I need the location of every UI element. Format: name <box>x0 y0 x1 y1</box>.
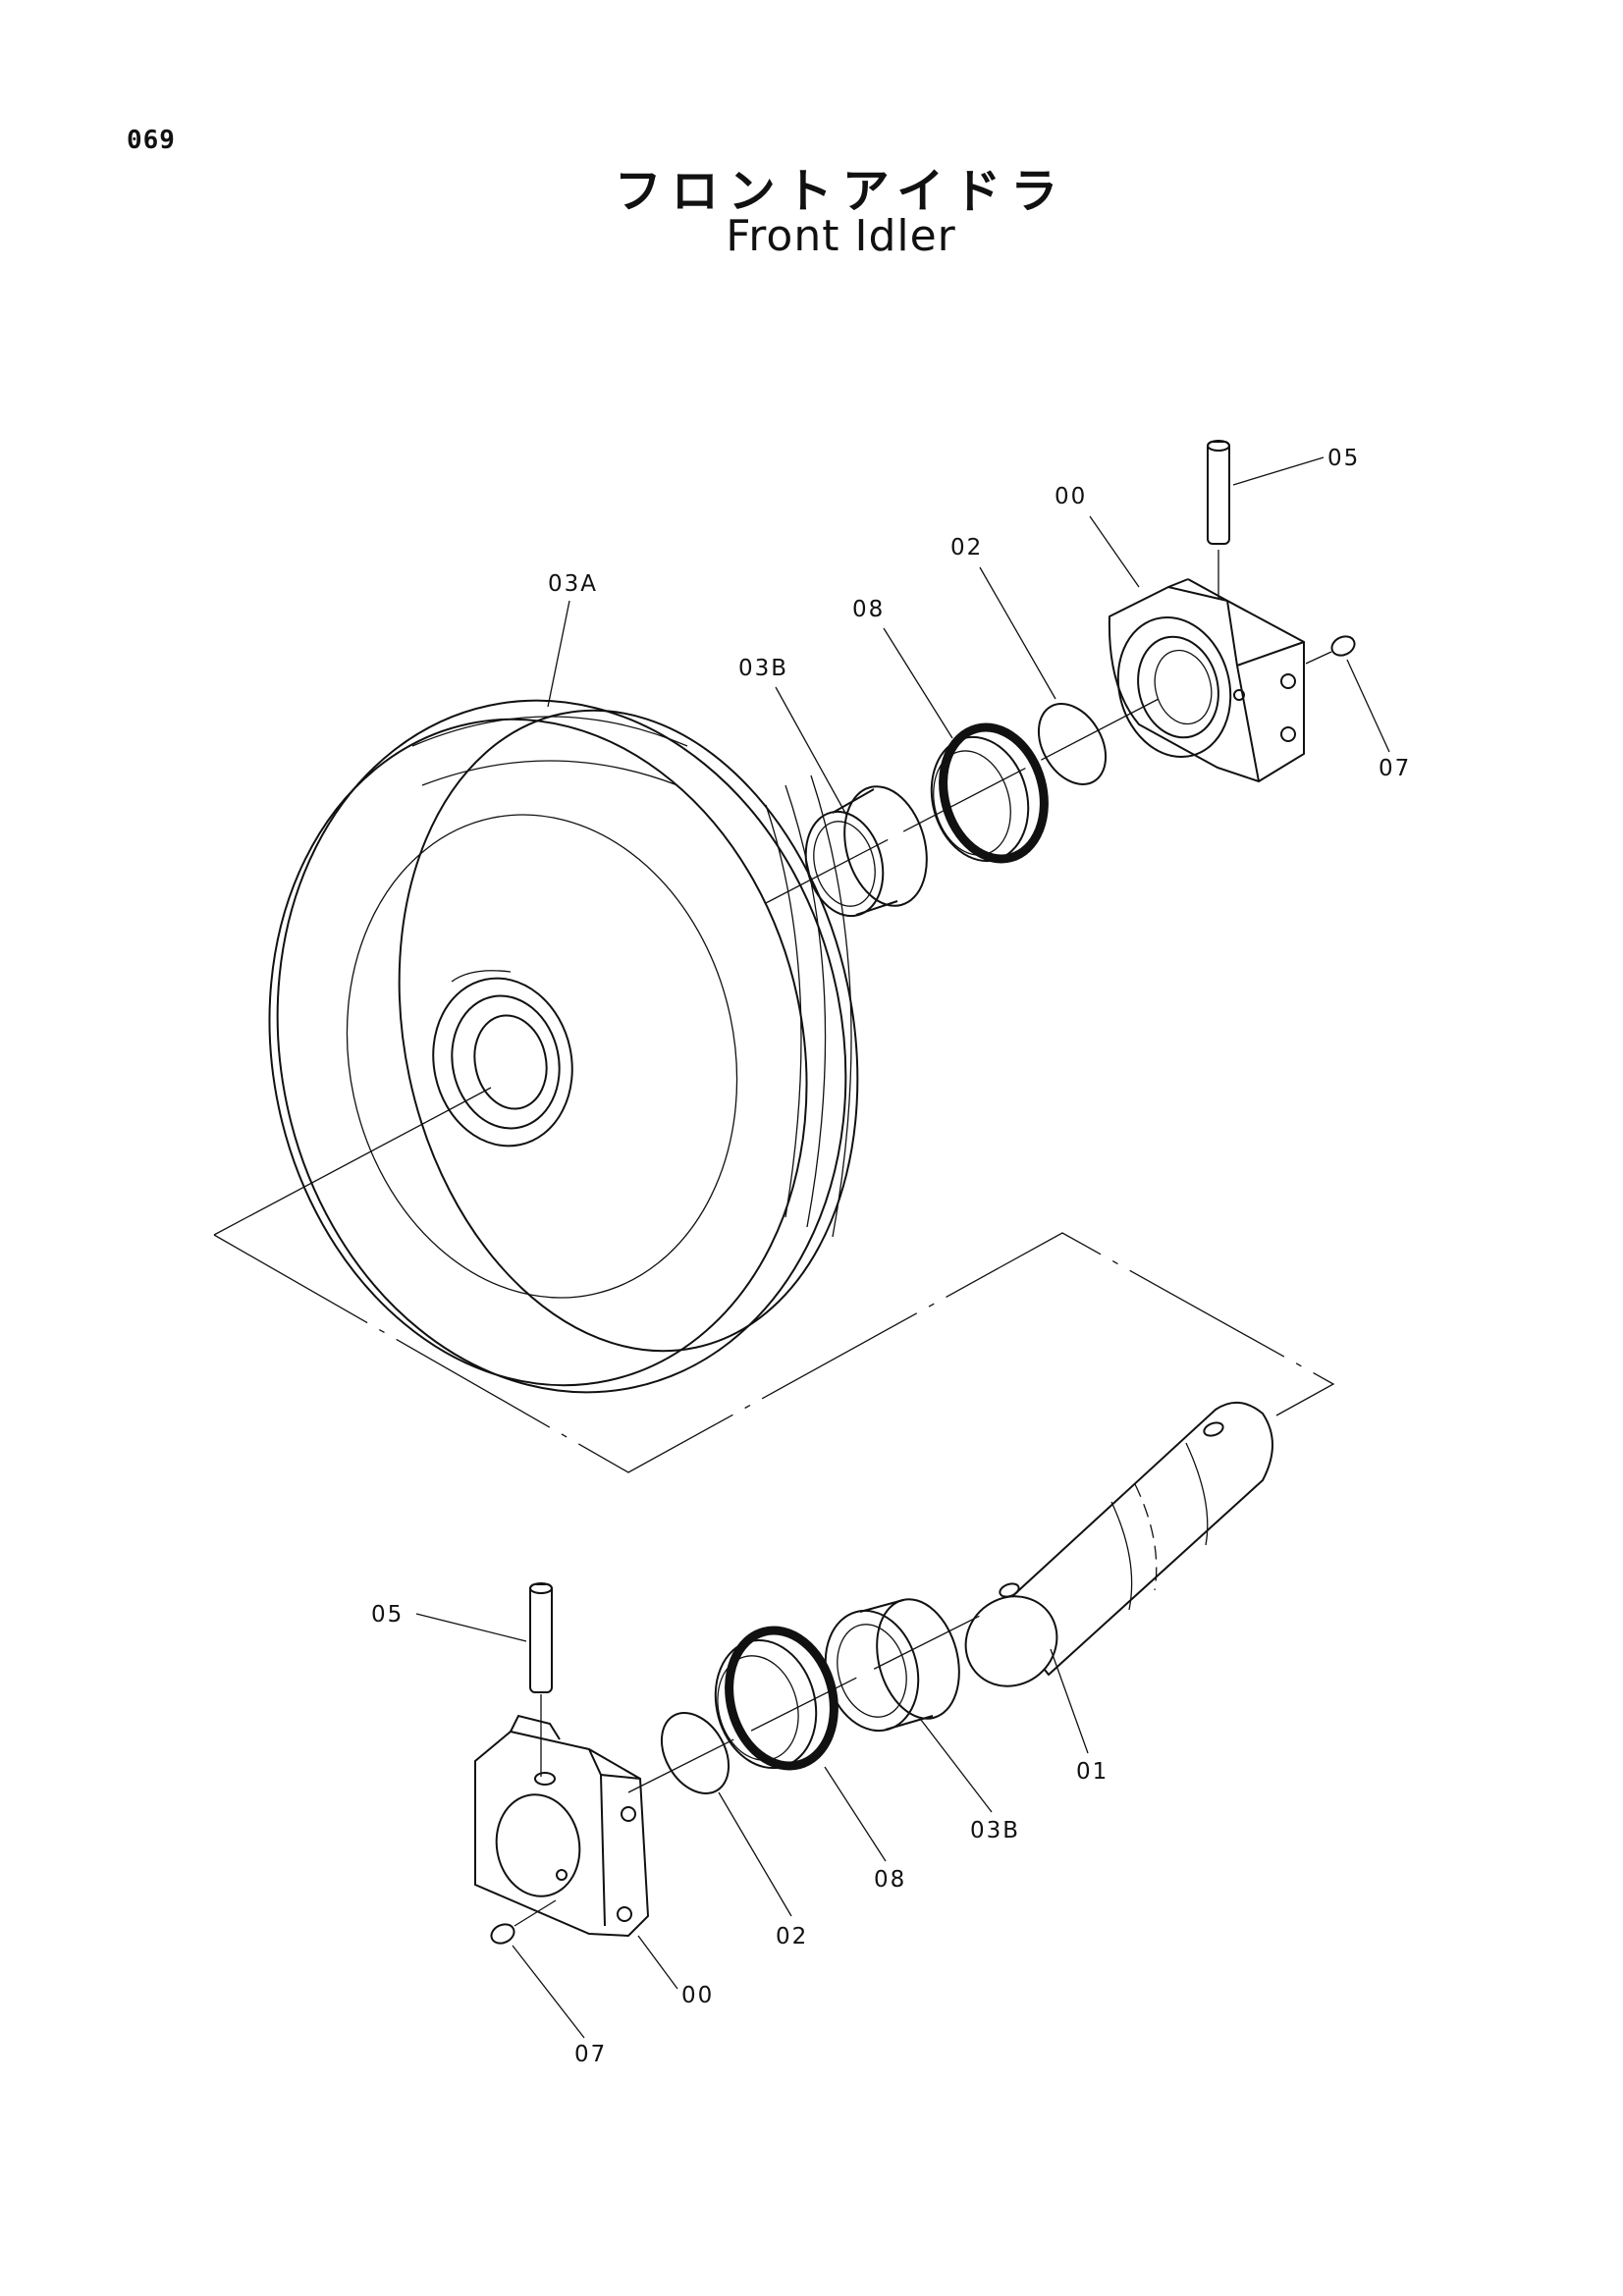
plug-upper-callout: 07 <box>1346 659 1411 781</box>
shaft <box>964 1402 1273 1687</box>
oring-lower <box>660 1712 730 1794</box>
callout-label-03a: 03A <box>548 571 598 597</box>
callout-label-03b-upper: 03B <box>738 656 788 681</box>
callout-label-00-lower: 00 <box>681 1983 714 2008</box>
seal-upper <box>930 722 1049 864</box>
callout-label-03b-lower: 03B <box>970 1818 1020 1843</box>
support-upper-callout: 00 <box>1055 484 1140 588</box>
plug-lower-callout: 07 <box>512 1945 607 2067</box>
callout-label-08-lower: 08 <box>874 1867 906 1893</box>
idler-wheel-callout: 03A <box>547 571 598 708</box>
lower-axis-line <box>627 1609 993 1793</box>
bushing-upper-callout: 03B <box>738 656 847 816</box>
oring-lower-callout: 02 <box>718 1791 808 1949</box>
support-upper <box>1108 578 1305 783</box>
oring-upper-callout: 02 <box>950 535 1056 700</box>
oring-upper <box>1037 703 1108 785</box>
shaft-callout: 01 <box>1050 1648 1109 1785</box>
plug-lower <box>490 1899 557 1945</box>
callout-label-07-upper: 07 <box>1379 756 1411 781</box>
assembly-reference-lines <box>213 1232 1335 1473</box>
seal-lower-callout: 08 <box>824 1766 906 1893</box>
pin-lower <box>529 1582 553 1777</box>
seal-lower <box>714 1626 839 1771</box>
callout-label-00-upper: 00 <box>1055 484 1087 509</box>
upper-axis-line <box>765 698 1160 904</box>
callout-label-07-lower: 07 <box>574 2042 607 2067</box>
callout-label-02-upper: 02 <box>950 535 983 561</box>
callout-label-08-upper: 08 <box>852 597 885 622</box>
wheel-axis-line <box>213 1087 492 1236</box>
pin-upper-callout: 05 <box>1232 446 1360 486</box>
callout-label-05-lower: 05 <box>371 1602 404 1628</box>
page-title-english: Front Idler <box>726 211 956 261</box>
callout-label-05-upper: 05 <box>1327 446 1360 471</box>
seal-upper-callout: 08 <box>852 597 953 739</box>
bushing-upper <box>804 785 928 918</box>
support-lower-callout: 00 <box>637 1935 714 2008</box>
page-title-japanese: フロントアイドラ <box>614 164 1068 219</box>
bushing-lower-callout: 03B <box>920 1719 1020 1843</box>
idler-wheel <box>268 699 859 1394</box>
plug-upper <box>1305 635 1356 665</box>
support-lower <box>474 1714 650 1938</box>
page-number: 069 <box>127 126 176 155</box>
callout-label-02-lower: 02 <box>776 1924 808 1949</box>
pin-upper <box>1207 440 1230 599</box>
pin-lower-callout: 05 <box>371 1602 527 1642</box>
callout-label-01: 01 <box>1076 1759 1109 1785</box>
